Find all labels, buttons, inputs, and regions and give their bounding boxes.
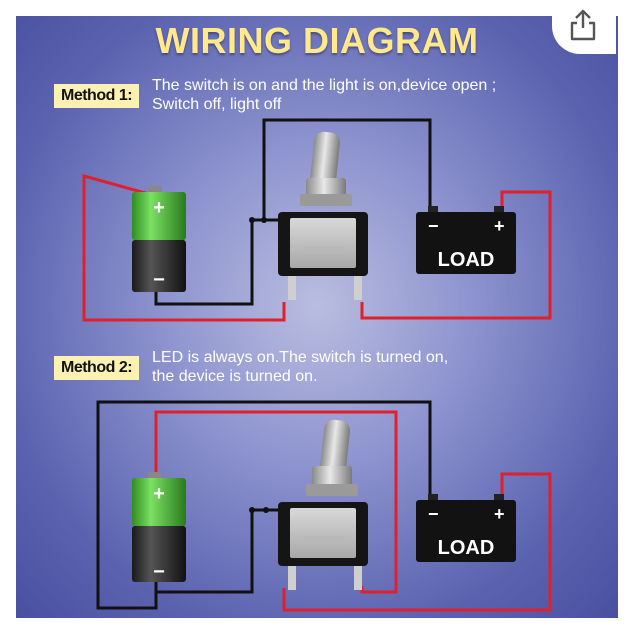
method-1-description: The switch is on and the light is on,dev… [152,76,496,114]
method-2-battery-minus: − [153,561,165,583]
method-2-description: LED is always on.The switch is turned on… [152,348,448,386]
method-1-desc-line-1: The switch is on and the light is on,dev… [152,77,497,94]
method-1-red-wire-battery [82,174,286,322]
diagram-panel: WIRING DIAGRAM Method 1: The switch is o… [16,16,618,618]
method-1-load-plus: + [494,216,505,236]
page-title: WIRING DIAGRAM [155,20,479,61]
method-1-label: Method 1: [54,84,140,108]
method-2-black-wire-outer [96,400,432,610]
share-icon [570,9,596,41]
method-2-desc-line-1: LED is always on.The switch is turned on… [152,349,449,366]
method-2-red-wire-battery [154,410,398,594]
method-2-red-wire-load-plus [282,472,552,612]
method-2-load-minus: − [428,504,439,524]
method-1-toggle-switch [278,131,368,300]
method-1-battery: + − [132,186,186,292]
method-2-battery: + − [132,472,186,583]
method-2-load: − + LOAD [416,494,516,562]
method-1-red-wire-load-plus [360,190,552,320]
method-1-circuit: + − − + LOAD [82,118,552,322]
method-2-load-plus: + [494,504,505,524]
wiring-circuits: + − − + LOAD [82,118,552,612]
method-2-desc-line-2: the device is turned on. [152,368,318,385]
method-1-load-minus: − [428,216,439,236]
method-1-load: − + LOAD [416,206,516,274]
method-2-toggle-switch [278,419,368,590]
method-2-battery-plus: + [153,483,165,505]
method-2-circuit: + − − + LOAD [96,400,552,612]
share-button[interactable] [552,0,616,54]
method-1-battery-minus: − [153,269,165,291]
method-1-battery-plus: + [153,197,165,219]
method-1-desc-line-2: Switch off, light off [152,96,282,113]
method-2-label: Method 2: [54,356,140,380]
method-1-load-label: LOAD [438,249,495,271]
method-2-load-label: LOAD [438,537,495,559]
method-1-black-wire-load [262,118,432,220]
